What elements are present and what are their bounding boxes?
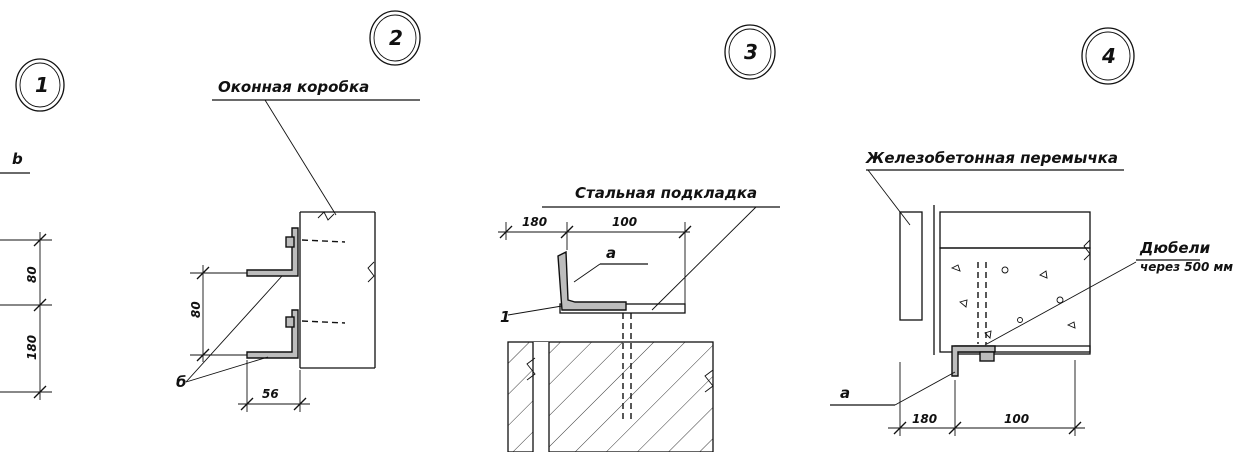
detail-4: 4 Железобетонная перемычка Дюбели [830,27,1233,436]
detail-4-note-line2: через 500 мм [1140,260,1233,274]
detail-4-title: Железобетонная перемычка [865,149,1118,167]
detail-1-number-circle: 1 [15,58,65,112]
steel-angle-upper [246,227,346,277]
detail-3: 3 Стальная подкладка 180 100 [498,24,780,452]
steel-pad [557,250,686,420]
detail-2-label-b: б [176,373,186,391]
window-frame [299,211,376,369]
detail-2-leader-lower [185,356,269,383]
detail-4-dimension-line [888,360,1085,436]
detail-1-dimension-line [0,232,52,400]
detail-2-dim-80: 80 [189,301,203,318]
detail-2-number-circle: 2 [369,10,421,66]
detail-3-label-a: а [606,244,616,262]
detail-3-label-a-leader [573,263,601,283]
detail-2-leader-upper [185,275,283,383]
detail-2-dimension-80 [190,265,247,362]
detail-3-label-1-leader [507,305,563,316]
detail-4-dim-100: 100 [1004,412,1029,426]
detail-2-title-leader [264,99,337,216]
detail-2-title: Оконная коробка [218,78,369,96]
detail-1-dim-180: 180 [25,335,39,360]
detail-3-number-circle: 3 [724,24,776,80]
detail-3-label-1: 1 [500,308,510,326]
detail-2-number: 2 [389,26,403,50]
detail-1-dim-80: 80 [25,266,39,283]
detail-3-dimension-line [498,222,692,312]
detail-3-dim-180: 180 [522,215,547,229]
steel-angle-lower [246,309,346,359]
detail-1-number: 1 [35,73,49,97]
detail-4-number-circle: 4 [1081,27,1135,85]
detail-4-number: 4 [1101,44,1116,68]
detail-4-label-a-leader [894,371,956,406]
detail-4-note-line1: Дюбели [1139,239,1211,257]
detail-1-label-b: b [12,150,23,168]
detail-4-note-leader [984,261,1137,346]
detail-4-title-leader [867,169,911,226]
detail-3-title-leader [651,206,757,311]
detail-2: 2 Оконная коробка [176,10,421,412]
detail-3-number: 3 [744,40,758,64]
detail-3-title: Стальная подкладка [575,184,757,202]
detail-2-dim-56: 56 [262,387,279,401]
detail-4-dim-180: 180 [912,412,937,426]
concrete-lintel [899,205,1091,355]
steel-angle-a [951,262,996,377]
masonry-wall [507,341,714,452]
detail-2-dimension-56 [238,360,310,412]
detail-3-dim-100: 100 [612,215,637,229]
detail-4-label-a: а [840,384,850,402]
detail-1: 1 b 80 180 [0,58,65,400]
